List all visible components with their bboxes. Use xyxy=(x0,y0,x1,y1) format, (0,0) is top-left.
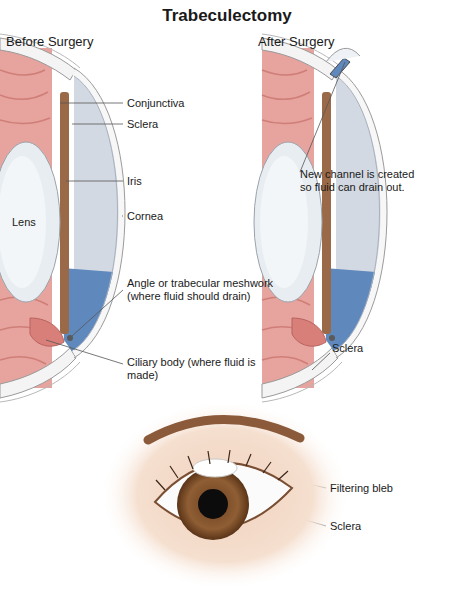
after-bleb xyxy=(326,48,360,62)
section-heading: Before Surgery xyxy=(6,34,93,50)
part-label: Angle or trabecular meshwork (where flui… xyxy=(127,277,292,303)
eye-after xyxy=(254,34,387,402)
part-label: Filtering bleb xyxy=(330,482,393,495)
part-label: Cornea xyxy=(127,210,163,223)
part-label: Iris xyxy=(127,175,142,188)
front-eye xyxy=(100,400,350,590)
part-label: Conjunctiva xyxy=(127,97,184,110)
part-label: Sclera xyxy=(127,118,158,131)
part-label: Sclera xyxy=(332,342,363,355)
part-label: New channel is created so fluid can drai… xyxy=(300,168,418,194)
part-label: Lens xyxy=(12,216,36,229)
diagram-title: Trabeculectomy xyxy=(2,6,450,26)
eye-before xyxy=(0,34,125,402)
section-heading: After Surgery xyxy=(258,34,335,50)
part-label: Ciliary body (where fluid is made) xyxy=(127,356,262,382)
part-label: Sclera xyxy=(330,520,361,533)
